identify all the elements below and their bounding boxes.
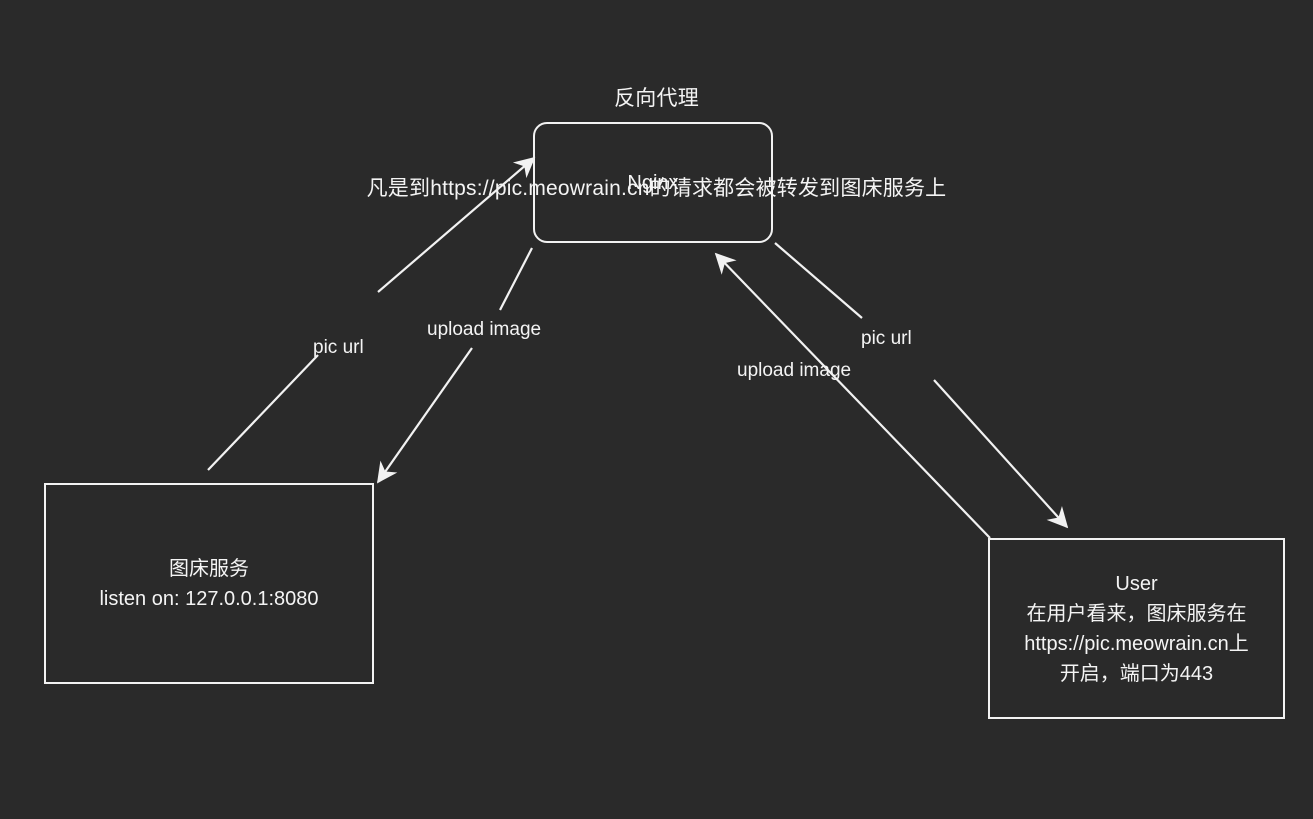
- edge-label-pic-url-right: pic url: [861, 328, 912, 349]
- edge-label-upload-image-right: upload image: [737, 360, 852, 381]
- node-user-desc-3: 开启，端口为443: [1059, 662, 1214, 685]
- node-image-host-service[interactable]: 图床服务 listen on: 127.0.0.1:8080: [44, 483, 374, 684]
- diagram-title-line-2: 凡是到https://pic.meowrain.cn的请求都会被转发到图床服务上: [366, 177, 947, 200]
- edge-label-upload-image-left: upload image: [427, 319, 542, 340]
- node-nginx-label: Nginx: [627, 171, 679, 194]
- edge-upload-image-right: [714, 252, 991, 539]
- edge-pic-url-left: [207, 156, 536, 471]
- node-user-desc-2: https://pic.meowrain.cn上: [1024, 632, 1249, 655]
- diagram-title-line-1: 反向代理: [614, 87, 699, 110]
- node-image-host-listen: listen on: 127.0.0.1:8080: [99, 587, 319, 610]
- node-user-desc-1: 在用户看来，图床服务在: [1026, 602, 1247, 625]
- node-nginx[interactable]: Nginx: [533, 122, 773, 243]
- node-user-title: User: [1115, 572, 1158, 595]
- diagram-title: 反向代理 凡是到https://pic.meowrain.cn的请求都会被转发到…: [0, 24, 1313, 264]
- edge-label-pic-url-left: pic url: [313, 337, 364, 358]
- node-image-host-title: 图床服务: [169, 557, 249, 580]
- edge-upload-image-left: [376, 247, 533, 484]
- node-user[interactable]: User 在用户看来，图床服务在 https://pic.meowrain.cn…: [988, 538, 1285, 719]
- edge-pic-url-right: [774, 242, 1069, 529]
